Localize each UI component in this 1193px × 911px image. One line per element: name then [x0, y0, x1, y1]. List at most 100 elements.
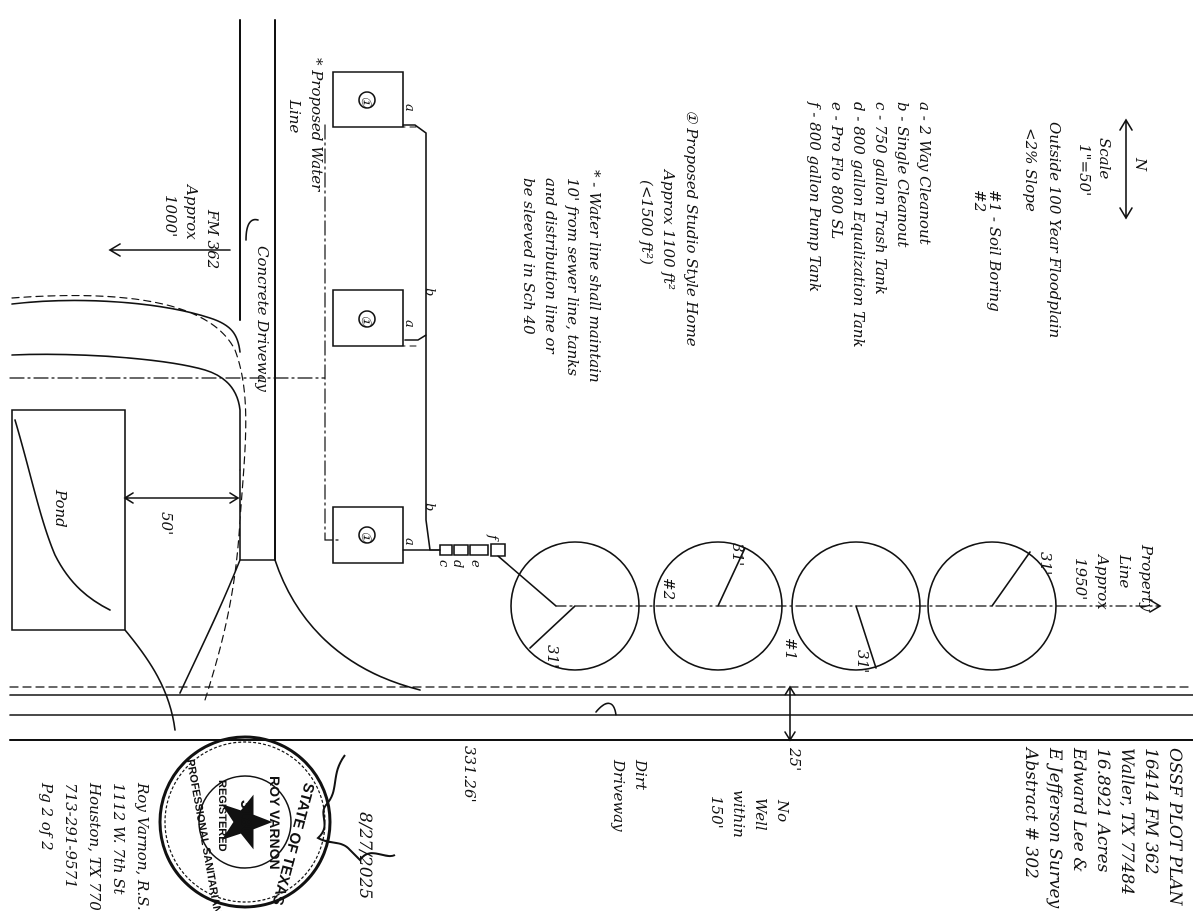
soil-boring-note: #1 - Soil Boring: [986, 190, 1004, 312]
dirt-driveway-label-2: Driveway: [610, 759, 628, 832]
plan-title: OSSF PLOT PLAN: [1165, 748, 1185, 907]
no-well-label-4: 150': [708, 796, 726, 829]
plan-survey-1: Edward Lee &: [1069, 747, 1089, 872]
cleanout-a-label-1: a: [402, 104, 417, 112]
water-note-1: * - Water line shall maintain: [586, 170, 604, 383]
cleanout-b-label-2: b: [422, 503, 437, 511]
tank-e: [470, 545, 488, 555]
water-note-3: and distribution line or: [542, 178, 560, 355]
cleanout-b-label-1: b: [422, 288, 437, 296]
soil-boring-2-note: #2: [971, 190, 989, 212]
sewer-line: [426, 335, 440, 550]
water-note-4: be sleeved in Sch 40: [520, 178, 538, 335]
legend-block: N Scale 1"=50' Outside 100 Year Floodpla…: [520, 101, 1150, 383]
north-arrow-head: [1120, 120, 1132, 130]
property-line-label-1: Property: [1138, 544, 1156, 612]
sanitarian-seal: STATE OF TEXAS ROY VARNON 3180 REGISTERE…: [160, 737, 330, 911]
no-well-label-1: No: [774, 799, 792, 822]
water-line-label-2: Line: [286, 99, 304, 133]
house-3: [333, 507, 403, 563]
small-letters: c d e f a a a b b: [402, 104, 500, 568]
radius-label-1: 31': [544, 645, 562, 668]
signature-stroke: [318, 755, 395, 860]
floodplain-note: Outside 100 Year Floodplain: [1046, 122, 1064, 338]
seal-number: 3180: [237, 800, 254, 836]
home-note-3: (<1500 ft²): [638, 180, 656, 265]
legend-item-b: b - Single Cleanout: [894, 102, 912, 248]
lower-road-curve: [12, 300, 240, 352]
lower-curve: [275, 560, 420, 690]
legend-item-c: c - 750 gallon Trash Tank: [872, 102, 890, 295]
radius-arrow-4: [992, 552, 1030, 606]
driveway-dashed-arc: [12, 296, 246, 700]
radius-arrow-3: [856, 606, 876, 668]
dimension-arrow: [230, 493, 238, 503]
plan-abstract: Abstract # 302: [1021, 746, 1041, 879]
house-marker-1-label: ①: [358, 96, 373, 109]
bearing-label: 331.26': [461, 746, 479, 803]
distance-25-label: 25': [786, 747, 804, 771]
water-note-2: 10' from sewer line, tanks: [564, 178, 582, 376]
lower-road-curve: [12, 354, 240, 470]
scale-value: 1"=50': [1076, 144, 1094, 196]
radius-label-3: 31': [854, 650, 872, 673]
fm362-distance-2: 1000': [162, 195, 180, 237]
tank-f-label: f: [485, 534, 500, 542]
property-line-label-3: Approx: [1094, 553, 1112, 610]
sanitarian-address: 1112 W. 7th St: [110, 783, 128, 896]
house-marker-2-label: ①: [358, 315, 373, 328]
title-block: OSSF PLOT PLAN 16414 FM 362 Waller, TX 7…: [1021, 746, 1185, 909]
tank-d: [454, 545, 468, 555]
water-line-label-1: * Proposed Water: [308, 58, 326, 192]
slope-note: <2% Slope: [1022, 128, 1040, 212]
sanitarian-name: Roy Varnon, R.S.: [134, 782, 152, 911]
legend-item-e: e - Pro Flo 800 SL: [828, 102, 846, 239]
page-number: Pg 2 of 2: [38, 782, 56, 851]
house-marker: [359, 311, 375, 327]
house-marker: [359, 527, 375, 543]
north-label: N: [1132, 157, 1150, 172]
distance-50-label: 50': [158, 512, 176, 535]
seal-name: ROY VARNON: [267, 776, 283, 870]
pond-outline: [12, 410, 125, 630]
distribution-circle-1: [511, 542, 639, 670]
dimension-arrow: [785, 687, 795, 695]
house-marker: [359, 92, 375, 108]
fm362-arrow-head: [110, 244, 120, 256]
dirt-driveway-label-1: Dirt: [632, 759, 650, 791]
north-arrow-tail: [1120, 208, 1132, 218]
sanitarian-phone: 713-291-9571: [62, 783, 80, 889]
cleanout-a-label-3: a: [402, 538, 417, 546]
property-line-arrow: [1150, 600, 1160, 612]
fm362-distance-1: Approx: [183, 183, 201, 240]
boring-mark-2: #2: [660, 578, 678, 600]
plan-labels: FM 362 Approx 1000' * Proposed Water Lin…: [52, 58, 1156, 838]
no-well-label-3: within: [730, 790, 748, 838]
seal-registered: REGISTERED: [216, 780, 228, 852]
legend-item-f: f - 800 gallon Pump Tank: [806, 101, 824, 292]
boring-mark-1: #1: [782, 638, 800, 660]
radius-arrow-1: [530, 606, 575, 648]
home-note-2: Approx 1100 ft²: [660, 168, 678, 290]
signature-date: 8/27/2025: [355, 812, 375, 899]
sanitarian-block: Roy Varnon, R.S. 1112 W. 7th St Houston,…: [38, 782, 152, 911]
plan-city: Waller, TX 77484: [1117, 748, 1137, 895]
distribution-circle-2: [654, 542, 782, 670]
tank-c: [440, 545, 452, 555]
pond-shape: [125, 630, 175, 730]
distribution-circle-3: [792, 542, 920, 670]
sewer-line: [403, 125, 426, 340]
concrete-driveway-leader: [246, 220, 258, 240]
concrete-driveway-label: Concrete Driveway: [254, 246, 272, 392]
force-main: [498, 556, 556, 606]
dimension-arrow: [125, 493, 133, 503]
dirt-driveway-leader: [596, 703, 616, 715]
tank-f: [491, 544, 505, 556]
scale-label: Scale: [1096, 138, 1114, 179]
plan-acreage: 16.8921 Acres: [1093, 748, 1113, 873]
signature: 8/27/2025: [318, 755, 395, 899]
legend-item-d: d - 800 gallon Equalization Tank: [850, 102, 868, 348]
cleanout-a-label-2: a: [402, 320, 417, 328]
pond-label: Pond: [52, 489, 70, 528]
